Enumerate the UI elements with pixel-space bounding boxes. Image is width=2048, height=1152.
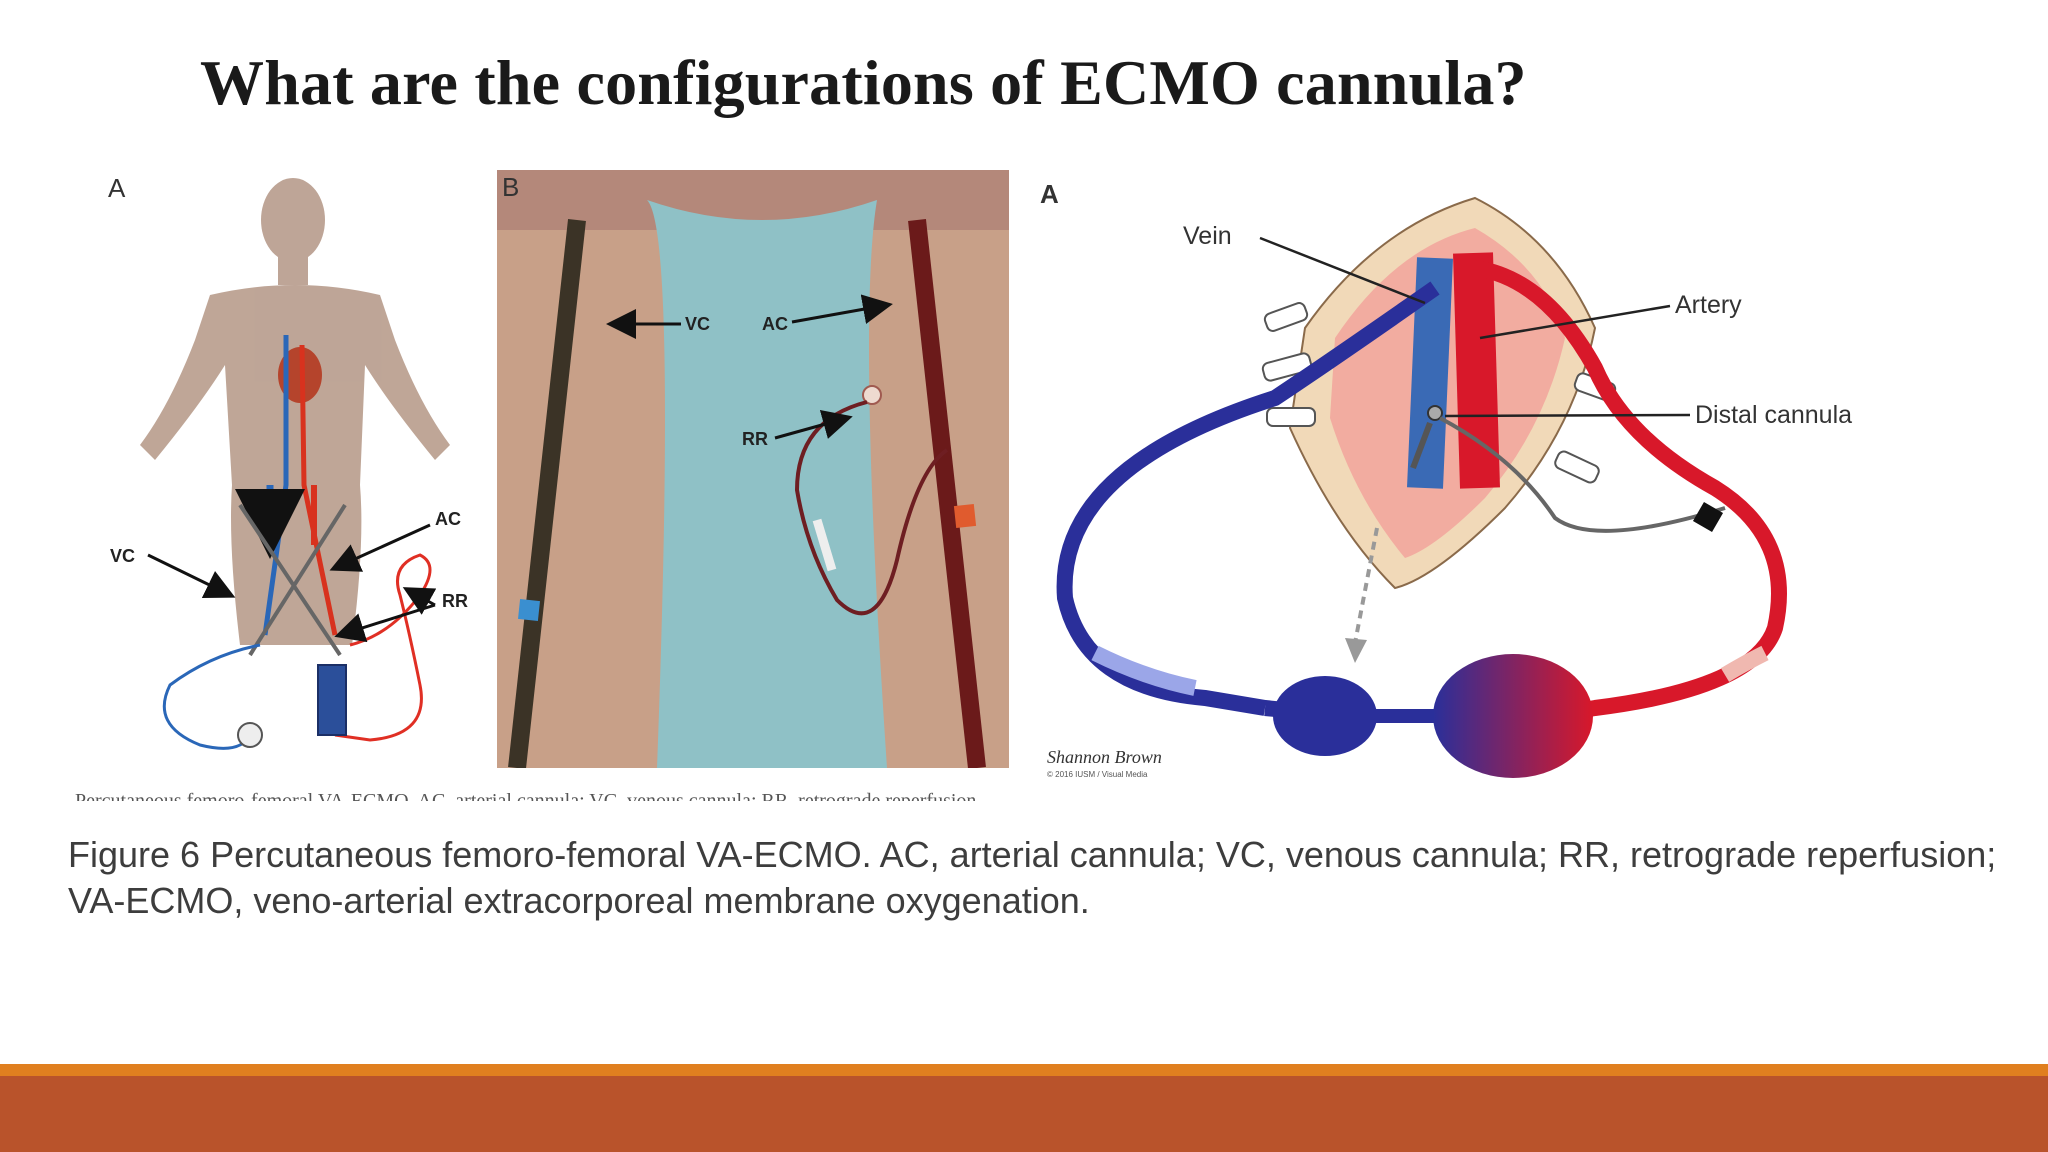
ecmo-circuit-diagram: A Vein Artery Dist bbox=[1040, 179, 1852, 779]
human-silhouette bbox=[140, 178, 450, 645]
figure-caption: Figure 6 Percutaneous femoro-femoral VA-… bbox=[68, 834, 1997, 921]
panel-c-letter: A bbox=[1040, 179, 1059, 209]
figure-ecmo-circuit-diagram: A Vein Artery Dist bbox=[1035, 168, 1955, 783]
arterial-cannula bbox=[908, 219, 986, 768]
artery-vessel bbox=[1453, 252, 1500, 489]
pump-icon bbox=[237, 722, 263, 748]
sterile-drape bbox=[647, 200, 887, 768]
label-vc: VC bbox=[110, 546, 135, 566]
body-illustration: A VC AC RR bbox=[108, 173, 468, 750]
footer-accent-bar bbox=[0, 1064, 2048, 1076]
oxygenator-icon bbox=[317, 664, 347, 736]
reperfusion-line bbox=[794, 400, 949, 616]
figure-panel-b-clinical-photo: B VC AC RR bbox=[497, 170, 1009, 768]
image-credit: © 2016 IUSM / Visual Media bbox=[1047, 770, 1148, 779]
venous-cannula bbox=[508, 219, 586, 768]
clinical-photo: B VC AC RR bbox=[497, 170, 1009, 768]
label-rr: RR bbox=[442, 591, 468, 611]
panel-a-letter: A bbox=[108, 173, 126, 203]
artist-signature: Shannon Brown bbox=[1047, 747, 1162, 767]
distal-cannula-line bbox=[1439, 416, 1726, 533]
partial-figure-caption: Percutaneous femoro-femoral VA-ECMO. AC,… bbox=[75, 790, 977, 801]
panel-b-letter: B bbox=[502, 172, 519, 202]
label-artery: Artery bbox=[1675, 291, 1742, 319]
pump-icon bbox=[1273, 676, 1377, 756]
label-vc-photo: VC bbox=[685, 314, 710, 334]
slide-title: What are the configurations of ECMO cann… bbox=[200, 47, 1527, 118]
footer-bar bbox=[0, 1076, 2048, 1152]
label-vein: Vein bbox=[1183, 222, 1232, 250]
label-distal-cannula: Distal cannula bbox=[1695, 401, 1852, 429]
label-rr-photo: RR bbox=[742, 429, 768, 449]
label-ac: AC bbox=[435, 509, 461, 529]
figure-panel-a-body-illustration: A VC AC RR bbox=[90, 165, 470, 765]
label-ac-photo: AC bbox=[762, 314, 788, 334]
oxygenator-icon bbox=[1433, 654, 1593, 778]
